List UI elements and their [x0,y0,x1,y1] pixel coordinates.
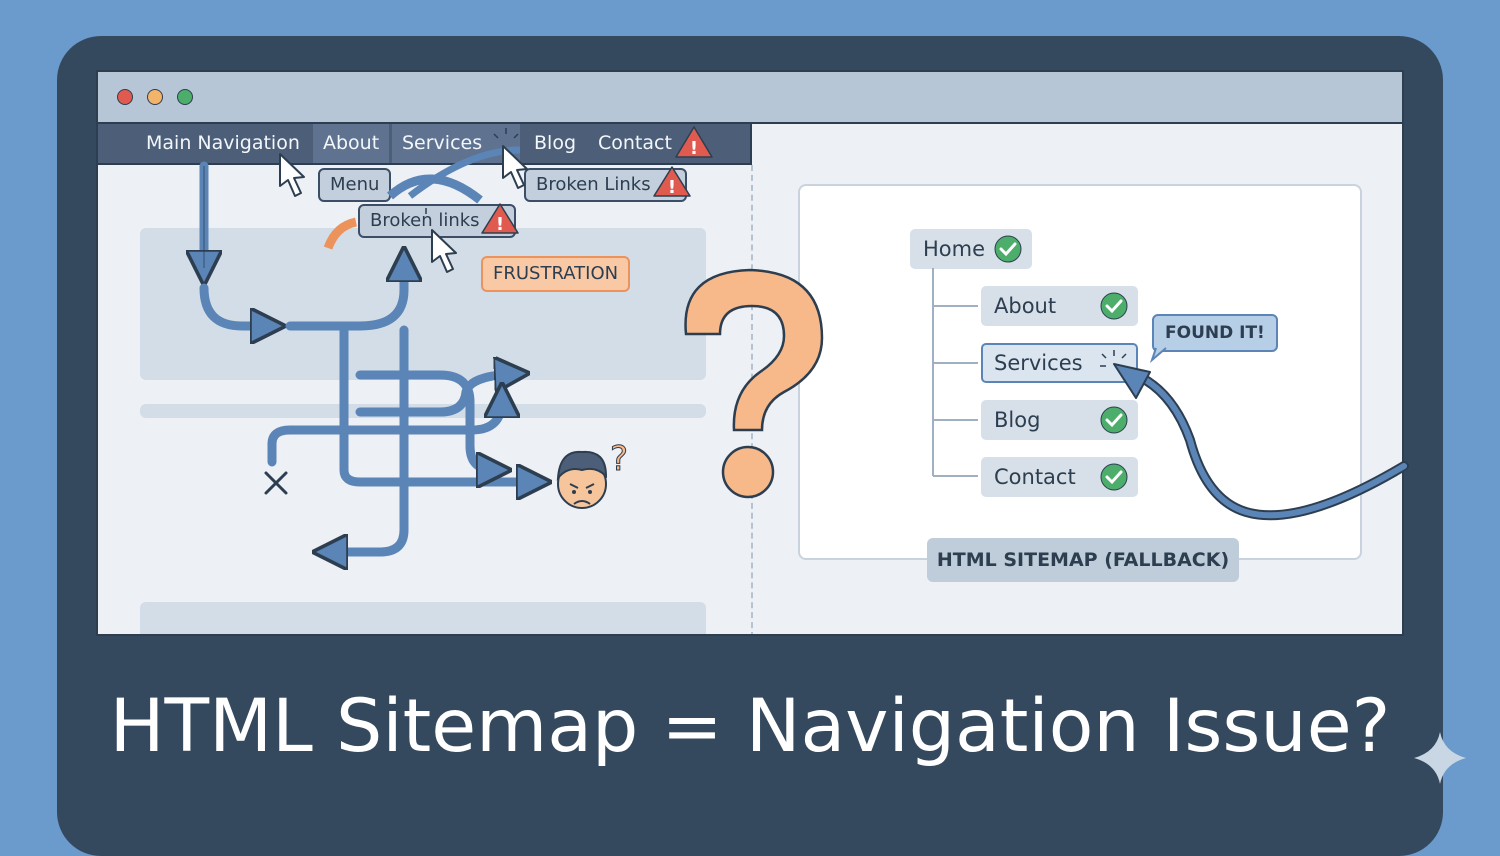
sitemap-node-services[interactable]: Services [981,343,1138,383]
check-icon [1100,406,1128,434]
nav-blog[interactable]: Blog [534,132,576,154]
tangled-arrows [204,161,534,552]
warning-icon: ! [481,203,519,235]
svg-text:!: ! [496,214,504,235]
finding-arrow-head [1113,363,1151,399]
warning-icon: ! [653,166,691,198]
sitemap-node-label: Blog [994,408,1041,432]
sitemap-node-label: About [994,294,1057,318]
close-dot-icon[interactable] [117,89,133,105]
question-mark-icon [684,268,824,499]
click-burst-icon [425,128,519,214]
finding-arrow-outline [1129,369,1409,521]
callout-tail [1149,347,1167,364]
cursor-icon [502,145,528,189]
sitemap-tree-lines [932,268,978,477]
svg-text:!: ! [690,138,698,159]
click-burst-icon [1100,350,1127,367]
sitemap-node-label: Home [923,237,986,261]
maximize-dot-icon[interactable] [177,89,193,105]
sitemap-node-label: Services [994,351,1083,375]
frustration-tag: FRUSTRATION [481,256,631,292]
check-icon [1100,463,1128,491]
warning-icon: ! [675,126,713,159]
content-placeholder-block [140,228,706,380]
headline: HTML Sitemap = Navigation Issue? [109,684,1391,769]
sitemap-node-contact[interactable]: Contact [981,457,1138,497]
illustration-overlay: ? ! ! ! [0,126,1466,784]
main-navigation-bar: Main Navigation About Services Blog Cont… [98,124,752,165]
finding-arrow [1131,371,1407,519]
frustration-arc [323,217,358,250]
nav-about[interactable]: About [313,124,390,163]
confused-face-icon: ? [556,439,629,509]
sitemap-node-label: Contact [994,465,1076,489]
browser-window: Main Navigation About Services Blog Cont… [96,70,1404,636]
minimize-dot-icon[interactable] [147,89,163,105]
nav-contact[interactable]: Contact [598,132,672,154]
sitemap-caption: HTML SITEMAP (FALLBACK) [927,538,1239,582]
window-titlebar [98,72,1402,124]
menu-label[interactable]: Menu [318,168,392,202]
check-icon [1100,292,1128,320]
x-mark-icon [264,471,288,495]
check-icon [994,235,1022,263]
found-it-callout: FOUND IT! [1152,314,1278,352]
svg-text:!: ! [668,177,676,198]
nav-main-navigation[interactable]: Main Navigation [146,132,300,154]
nav-services[interactable]: Services [392,124,520,163]
cursor-icon [431,229,457,273]
sparkle-icon [1414,732,1466,784]
cursor-icon [279,153,305,197]
content-placeholder-footer [140,602,706,634]
broken-links-label-1[interactable]: Broken Links [524,168,687,202]
svg-text:?: ? [610,439,628,479]
